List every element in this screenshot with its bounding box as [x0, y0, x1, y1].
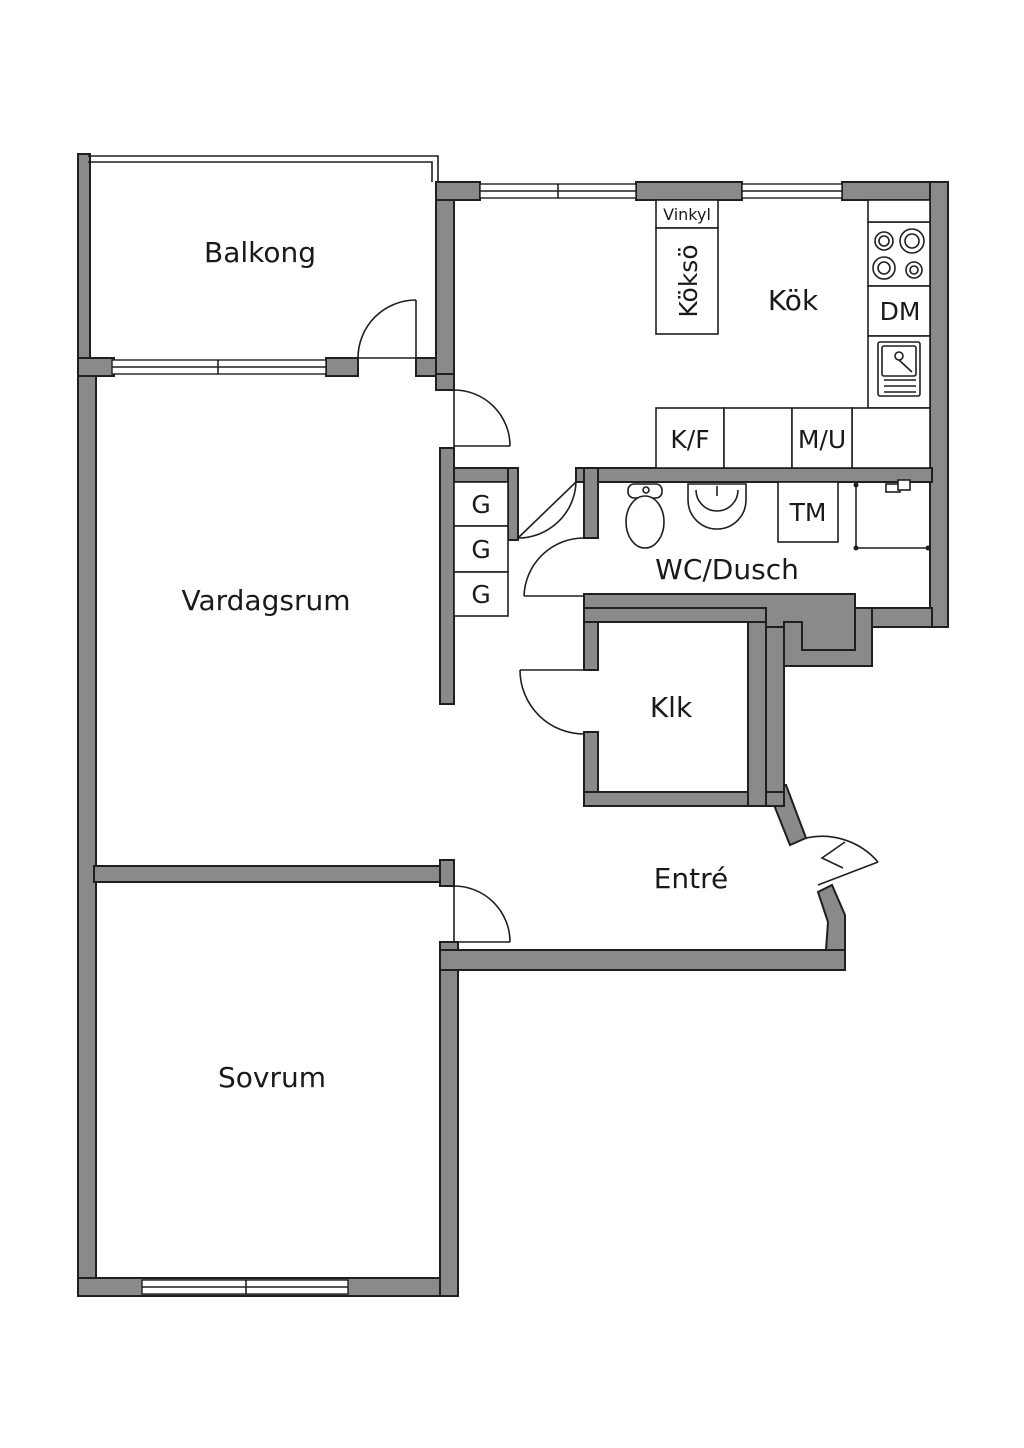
wall-klk-bottom [583, 791, 785, 807]
shower [853, 479, 931, 551]
washing-machine: TM [777, 481, 839, 543]
mu-label: M/U [798, 425, 846, 454]
room-sovrum: Sovrum [218, 1061, 326, 1094]
kitchen-island: Köksö [655, 227, 719, 335]
wardrobe-2-label: G [471, 535, 490, 564]
door-bath [523, 537, 585, 597]
wall-bath-bottom-notch [783, 607, 873, 667]
balcony-railing [77, 153, 439, 361]
window-bedroom [141, 1279, 349, 1295]
wall-living-top-left [77, 357, 115, 377]
wall-entry-bottom [439, 949, 846, 971]
door-wardrobe-area [517, 481, 577, 539]
room-balkong: Balkong [204, 236, 316, 269]
tm-label: TM [789, 498, 827, 527]
room-vardagsrum: Vardagsrum [182, 584, 351, 617]
door-entrance [805, 835, 879, 886]
window-balcony [111, 359, 327, 375]
dishwasher: DM [867, 285, 931, 337]
room-wc-dusch: WC/Dusch [655, 553, 799, 586]
door-bedroom [453, 885, 511, 943]
wall-right [929, 181, 949, 628]
wall-kitchen-top-a [435, 181, 481, 201]
wall-klk-right-vertical [765, 621, 785, 793]
stove [867, 221, 931, 287]
door-kitchen [453, 389, 511, 448]
room-klk: Klk [650, 691, 693, 724]
vinkyl-label: Vinkyl [663, 205, 711, 224]
window-kitchen-right [741, 183, 843, 199]
wall-kitchen-left-upper [435, 181, 455, 391]
window-kitchen-left [479, 183, 637, 199]
wall-wardrobe-left [439, 447, 455, 705]
wall-klk-top [583, 607, 767, 623]
room-kok: Kök [768, 284, 819, 317]
wall-klk-right [747, 621, 767, 807]
counter-right [851, 199, 931, 469]
washbasin [687, 483, 747, 530]
microwave-oven: M/U [791, 407, 853, 469]
dm-label: DM [880, 297, 921, 326]
wall-klk-left [583, 621, 599, 671]
wall-bath-left-upper [583, 467, 599, 539]
vinkyl: Vinkyl [655, 199, 719, 229]
wardrobes: G G G [453, 481, 509, 617]
wall-kitchen-top-b [635, 181, 743, 201]
kokso-label: Köksö [674, 244, 703, 317]
wardrobe-1-label: G [471, 490, 490, 519]
fridge-freezer: K/F [655, 407, 725, 469]
wall-wardrobe-right [507, 467, 519, 541]
wall-kitchen-left-lower [435, 373, 455, 391]
wardrobe-3-label: G [471, 580, 490, 609]
wall-kitchen-bath-right [575, 467, 933, 483]
wall-bedroom-door-stub [439, 859, 455, 887]
kf-label: K/F [670, 425, 709, 454]
room-entre: Entré [654, 862, 729, 895]
counter-middle [723, 407, 793, 469]
wall-living-bedroom [93, 865, 455, 883]
wall-bedroom-right [439, 941, 459, 1297]
door-klk [519, 669, 585, 735]
wall-living-top-right [325, 357, 359, 377]
kitchen-sink [867, 335, 931, 409]
door-balcony [357, 299, 417, 359]
wall-entry-right [816, 883, 846, 951]
wall-left [77, 359, 97, 1296]
toilet [625, 483, 665, 549]
